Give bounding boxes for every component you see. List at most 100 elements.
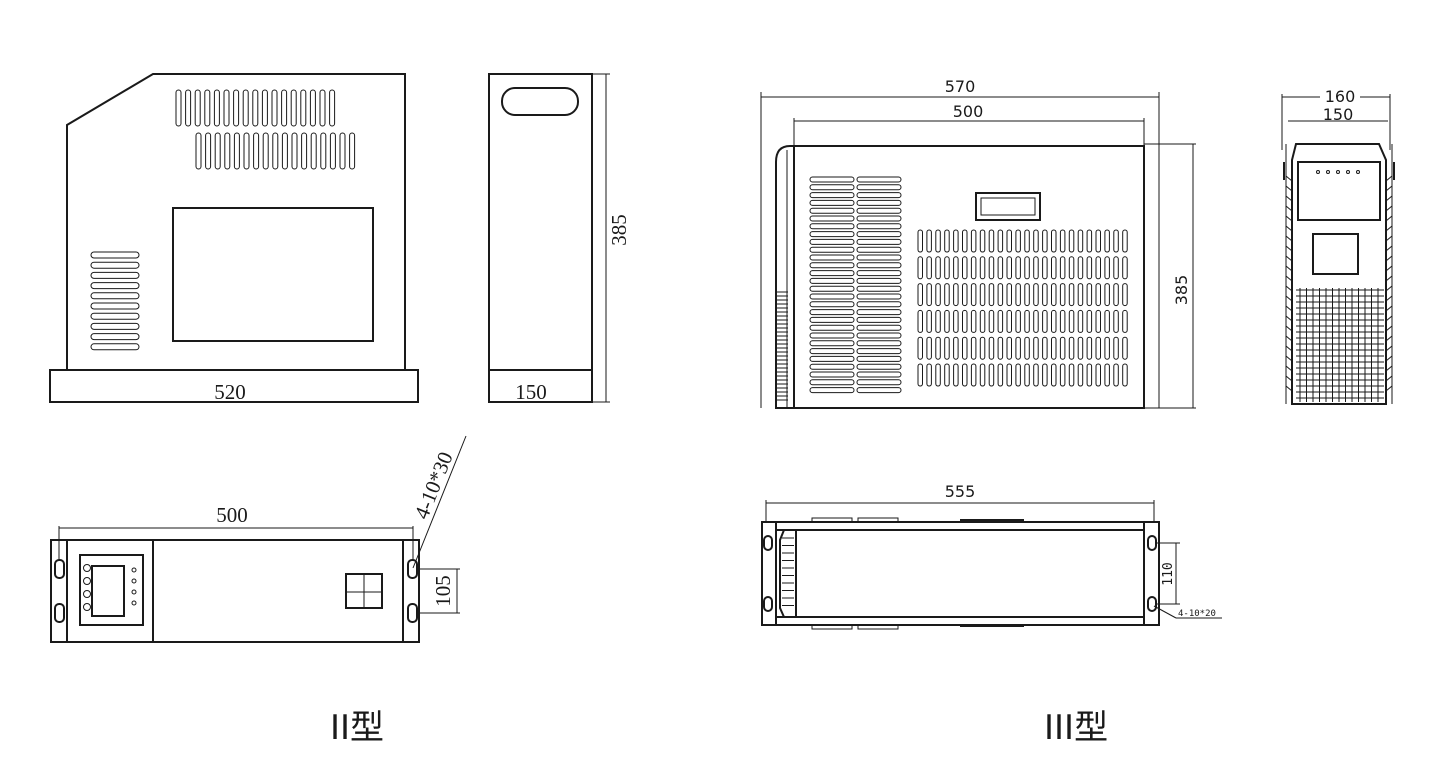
louvre <box>856 379 902 386</box>
louvre <box>856 277 902 284</box>
indicator-dot <box>131 578 137 584</box>
type2-panel-frame <box>79 554 144 626</box>
type3-caption: III型 <box>1044 708 1109 748</box>
vent-slot <box>1077 229 1084 253</box>
fin-line <box>1385 205 1393 212</box>
vent-slot <box>1077 309 1084 333</box>
vent-slot <box>1006 309 1012 333</box>
vent-slot <box>1068 283 1075 307</box>
louvre <box>809 355 855 362</box>
vent-slot <box>944 363 950 387</box>
type3-dim-side-outer: 160 <box>1325 87 1356 106</box>
indicator-dot <box>1336 170 1340 174</box>
vent-slot <box>1006 229 1012 253</box>
vent-slot <box>962 309 968 333</box>
louvre <box>809 231 855 238</box>
fin-line <box>1385 275 1393 282</box>
vent-slot <box>320 132 327 170</box>
vent-slot <box>1042 229 1048 253</box>
louvre <box>809 270 855 277</box>
type3-dim-hole-spacing: 555 <box>945 482 976 501</box>
fin-line <box>1385 295 1393 302</box>
fin-line <box>1385 365 1393 372</box>
fin-line <box>1285 355 1293 362</box>
vent-slot <box>1113 283 1119 307</box>
type3-edge-hatch <box>777 291 788 401</box>
indicator-dot <box>1346 170 1350 174</box>
type3-dim-mounting-holes: 4-10*20 <box>1178 609 1216 619</box>
type3-dim-body-width: 500 <box>953 102 984 121</box>
louvre <box>809 207 855 214</box>
type3-side-fins <box>1285 175 1393 392</box>
vent-slot <box>1024 229 1030 253</box>
louvre <box>809 215 855 222</box>
vent-slot <box>1086 256 1093 280</box>
vent-slot <box>290 89 297 127</box>
fin-line <box>1385 285 1393 292</box>
fin-line <box>1285 235 1293 242</box>
vent-slot <box>1104 229 1110 253</box>
vent-slot <box>935 229 941 253</box>
vent-slot <box>953 229 959 253</box>
louvre <box>809 277 855 284</box>
vent-slot <box>262 132 269 170</box>
vent-slot <box>309 89 316 127</box>
fin-line <box>1385 265 1393 272</box>
louvre <box>809 309 855 316</box>
louvre <box>856 301 902 308</box>
vent-slot <box>1059 309 1066 333</box>
vent-slot <box>1015 229 1021 253</box>
vent-slot <box>935 363 941 387</box>
vent-slot <box>329 89 336 127</box>
louvre <box>856 262 902 269</box>
vent-slot <box>935 256 941 280</box>
vent-slot <box>233 89 240 127</box>
vent-slot <box>988 363 995 387</box>
vent-slot <box>1077 336 1084 360</box>
vent-slot <box>1015 363 1021 387</box>
vent-slot <box>997 283 1004 307</box>
louvre <box>856 324 902 331</box>
indicator-dot <box>1326 170 1330 174</box>
vent-slot <box>944 256 950 280</box>
vent-slot <box>1077 256 1084 280</box>
vent-slot <box>1033 363 1039 387</box>
vent-slot <box>926 309 932 333</box>
fin-line <box>1285 195 1293 202</box>
vent-slot <box>329 132 336 170</box>
vent-slot <box>1077 283 1084 307</box>
vent-slot <box>970 283 977 307</box>
vent-slot <box>1113 336 1119 360</box>
vent-slot <box>339 132 346 170</box>
fin-line <box>1385 375 1393 382</box>
louvre <box>809 262 855 269</box>
type3-side-screen <box>1312 233 1359 275</box>
vent-slot <box>300 89 307 127</box>
louvre <box>856 176 902 183</box>
type2-side-view: 385 150 <box>488 73 631 404</box>
vent-slot <box>962 336 968 360</box>
type2-mount-hole <box>54 603 65 623</box>
type3-side-grille <box>1296 288 1384 402</box>
vent-slot <box>935 309 941 333</box>
fin-line <box>1285 295 1293 302</box>
louvre <box>809 379 855 386</box>
vent-slot <box>917 256 923 280</box>
louvre <box>809 301 855 308</box>
vent-slot <box>953 309 959 333</box>
vent-slot <box>953 256 959 280</box>
vent-slot <box>1122 229 1128 253</box>
fin-line <box>1385 215 1393 222</box>
vent-slot <box>1113 256 1119 280</box>
fin-line <box>1285 245 1293 252</box>
vent-slot <box>205 132 212 170</box>
type2-panel-indicators <box>83 564 137 611</box>
vent-slot <box>997 309 1004 333</box>
louvre <box>856 207 902 214</box>
vent-slot <box>1122 256 1128 280</box>
type2-caption: II型 <box>330 708 385 748</box>
vent-slot <box>944 309 950 333</box>
vent-slot <box>349 132 356 170</box>
fin-line <box>1285 185 1293 192</box>
vent-slot <box>1051 336 1057 360</box>
